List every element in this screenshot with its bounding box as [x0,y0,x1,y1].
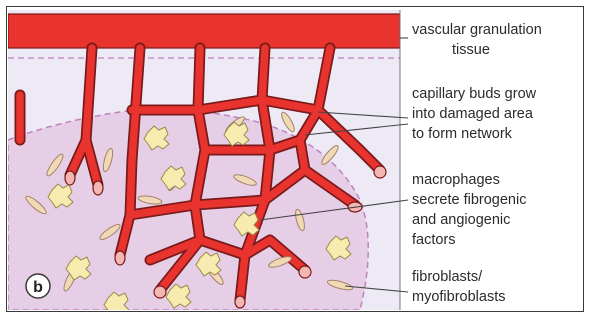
vascular-granulation-tissue-band [8,14,400,48]
label-line: tissue [412,40,542,60]
label-line: to form network [412,124,536,144]
label-line: macrophages [412,170,526,190]
label-line: factors [412,230,526,250]
panel-letter: b [33,279,43,296]
label-line: into damaged area [412,104,536,124]
label-macrophages: macrophages secrete fibrogenic and angio… [412,170,526,250]
label-capillary-buds: capillary buds grow into damaged area to… [412,84,536,144]
label-line: capillary buds grow [412,84,536,104]
label-line: vascular granulation [412,20,542,40]
label-vascular-granulation-tissue: vascular granulation tissue [412,20,542,60]
label-fibroblasts: fibroblasts/ myofibroblasts [412,267,505,307]
label-line: myofibroblasts [412,287,505,307]
label-line: fibroblasts/ [412,267,505,287]
label-line: and angiogenic [412,210,526,230]
label-line: secrete fibrogenic [412,190,526,210]
